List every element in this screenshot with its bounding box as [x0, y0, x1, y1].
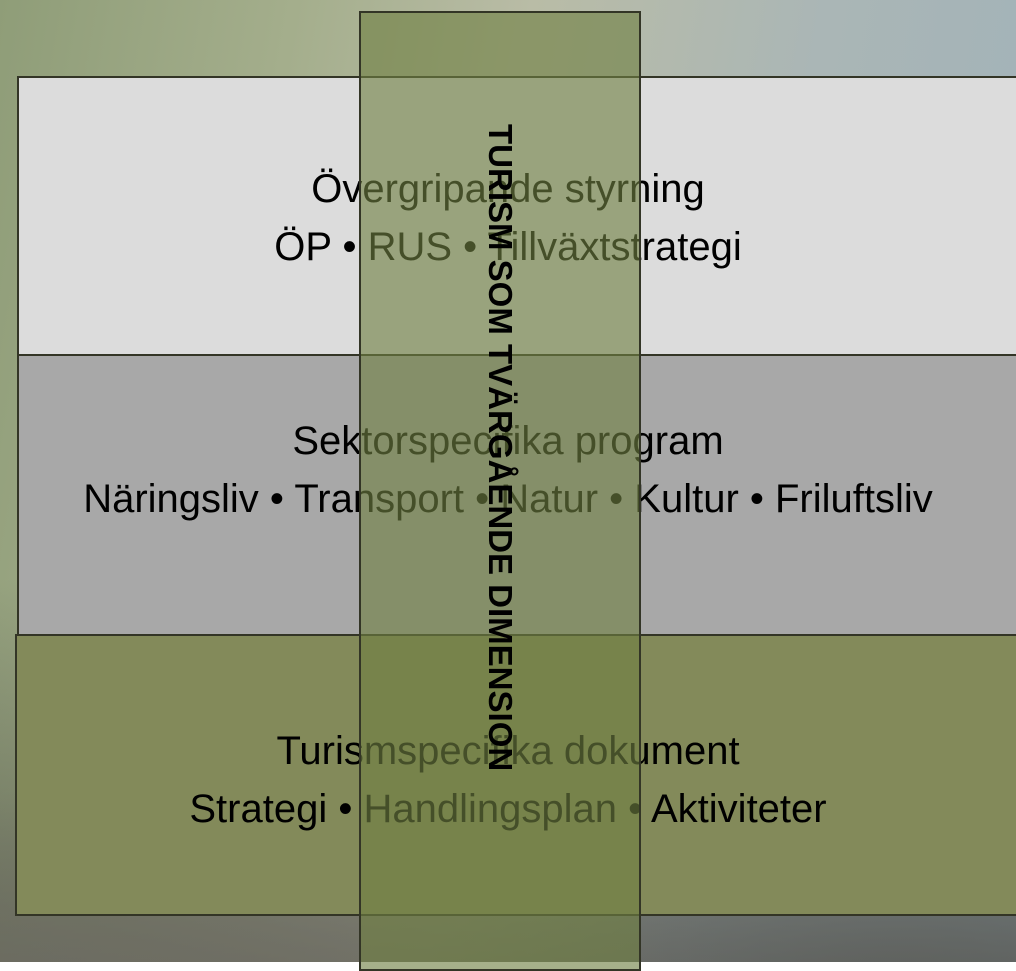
cross-cutting-label: TURISM SOM TVÄRGÅENDE DIMENSION [482, 124, 519, 772]
cross-cutting-column [359, 11, 641, 971]
